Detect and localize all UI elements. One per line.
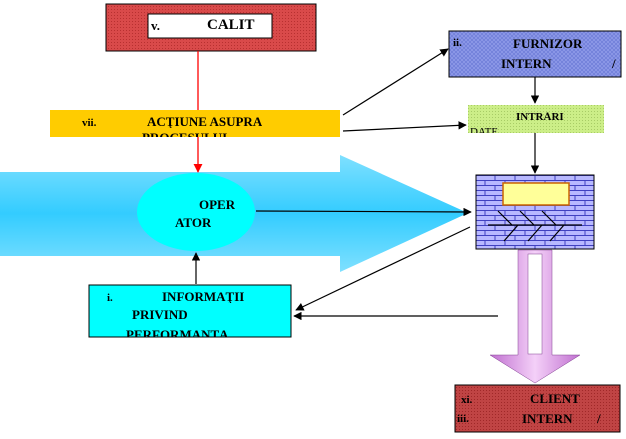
operator-line1: OPER [199,198,236,211]
furnizor-line2: INTERN [501,57,552,70]
operator-line2: ATOR [175,216,212,229]
arrow-process-to-informatii [295,226,471,311]
actiune-prefix: vii. [82,118,97,129]
client-suffix: / [597,412,601,425]
arrow-actiune-to-furnizor [342,48,449,116]
client-prefix2: iii. [457,414,469,425]
client-prefix1: xi. [461,395,473,406]
calit-prefix: v. [151,19,161,32]
informatii-prefix: i. [107,293,113,304]
arrow-actiune-to-intrari [342,121,467,132]
furnizor-box [448,30,622,78]
informatii-line2: PRIVIND [132,308,188,321]
actiune-line1: ACŢIUNE ASUPRA [147,115,263,128]
informatii-line3: PERFORMANŢA [126,328,229,337]
informatii-box [88,284,292,338]
arrow-operator-to-process [255,207,472,217]
furnizor-line1: FURNIZOR [513,37,583,50]
client-line1: CLIENT [530,392,580,405]
client-box [454,384,621,433]
informatii-line1: INFORMAŢII [162,290,245,303]
furnizor-suffix: / [612,57,616,70]
process-inner-box [502,182,570,206]
calit-label: CALIT [207,18,255,33]
actiune-box [50,110,340,137]
down-arrow-highlight [527,253,543,355]
actiune-line2: PROCESULUI [142,131,227,137]
intrari-box [468,105,604,133]
furnizor-prefix: ii. [453,38,462,49]
fishbone-lines [488,210,582,242]
operator-ellipse [137,173,255,251]
client-line2: INTERN [522,412,573,425]
intrari-line1: INTRĂRI [516,112,564,123]
intrari-line2: DATE [470,127,499,133]
calit-label-bg [147,13,273,39]
